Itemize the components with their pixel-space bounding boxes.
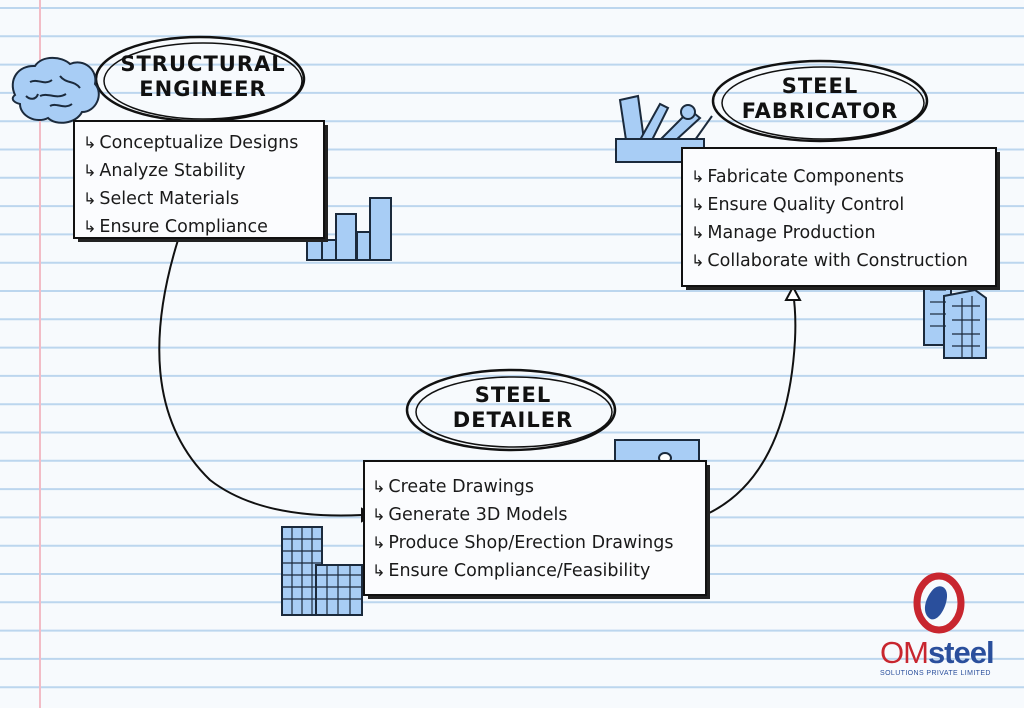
task-label: Generate 3D Models xyxy=(388,505,568,525)
logo-om: OM xyxy=(880,635,929,670)
title-line: detailer xyxy=(452,408,574,432)
task-item: ↳Ensure Compliance xyxy=(83,213,323,241)
list-arrow-icon: ↳ xyxy=(372,533,386,552)
list-arrow-icon: ↳ xyxy=(83,133,97,152)
title-line: Fabricator xyxy=(741,99,899,123)
task-item: ↳Fabricate Components xyxy=(691,163,995,191)
task-item: ↳Ensure Compliance/Feasibility xyxy=(372,557,705,585)
steel-detailer-title: Steel detailer xyxy=(420,383,606,433)
task-item: ↳Create Drawings xyxy=(372,473,705,501)
connector-detailer-to-fabricator xyxy=(704,291,797,516)
task-label: Create Drawings xyxy=(388,477,535,497)
task-item: ↳Analyze Stability xyxy=(83,157,323,185)
task-label: Ensure Compliance xyxy=(99,217,268,237)
structural-engineer-title: Structural engineer xyxy=(110,52,296,102)
list-arrow-icon: ↳ xyxy=(83,161,97,180)
brain-icon xyxy=(11,56,100,124)
bar-chart-icon xyxy=(306,197,392,261)
structural-engineer-box: ↳Conceptualize Designs↳Analyze Stability… xyxy=(73,120,325,239)
fabricator-title-ellipse xyxy=(711,59,929,143)
title-line: Steel xyxy=(474,383,552,407)
list-arrow-icon: ↳ xyxy=(691,195,705,214)
omsteel-logo-text: OMsteel xyxy=(880,635,995,670)
task-label: Conceptualize Designs xyxy=(99,133,299,153)
title-line: Steel xyxy=(781,74,859,98)
list-arrow-icon: ↳ xyxy=(372,505,386,524)
buildings-icon xyxy=(923,272,987,359)
list-arrow-icon: ↳ xyxy=(372,477,386,496)
task-label: Analyze Stability xyxy=(99,161,246,181)
task-item: ↳Conceptualize Designs xyxy=(83,129,323,157)
fabricator-title-ellipse-2 xyxy=(721,66,925,140)
task-label: Manage Production xyxy=(707,223,876,243)
arrowhead-fabricator xyxy=(784,284,802,301)
task-item: ↳Collaborate with Construction xyxy=(691,247,995,275)
task-item: ↳Manage Production xyxy=(691,219,995,247)
task-label: Fabricate Components xyxy=(707,167,905,187)
fabricator-task-list: ↳Fabricate Components↳Ensure Quality Con… xyxy=(691,163,995,275)
task-item: ↳Select Materials xyxy=(83,185,323,213)
task-label: Ensure Quality Control xyxy=(707,195,905,215)
list-arrow-icon: ↳ xyxy=(691,167,705,186)
engineer-task-list: ↳Conceptualize Designs↳Analyze Stability… xyxy=(83,129,323,241)
engineer-title-ellipse-2 xyxy=(103,42,303,120)
task-label: Collaborate with Construction xyxy=(707,251,968,271)
detailer-task-list: ↳Create Drawings↳Generate 3D Models↳Prod… xyxy=(372,473,705,585)
logo-steel: steel xyxy=(927,635,995,670)
connector-engineer-to-detailer xyxy=(158,239,363,517)
detailer-title-ellipse xyxy=(405,368,617,452)
logo-subtitle: SOLUTIONS PRIVATE LIMITED xyxy=(880,670,991,677)
building-grid-icon xyxy=(281,526,363,616)
list-arrow-icon: ↳ xyxy=(83,189,97,208)
list-arrow-icon: ↳ xyxy=(83,217,97,236)
task-label: Ensure Compliance/Feasibility xyxy=(388,561,651,581)
task-item: ↳Generate 3D Models xyxy=(372,501,705,529)
detailer-title-ellipse-2 xyxy=(415,376,613,448)
title-line: engineer xyxy=(139,77,267,101)
task-item: ↳Ensure Quality Control xyxy=(691,191,995,219)
steel-fabricator-title: Steel Fabricator xyxy=(725,74,915,124)
list-arrow-icon: ↳ xyxy=(691,223,705,242)
omsteel-logo-mark xyxy=(913,572,965,634)
title-line: Structural xyxy=(120,52,286,76)
task-item: ↳Produce Shop/Erection Drawings xyxy=(372,529,705,557)
task-label: Produce Shop/Erection Drawings xyxy=(388,533,674,553)
list-arrow-icon: ↳ xyxy=(691,251,705,270)
task-label: Select Materials xyxy=(99,189,240,209)
list-arrow-icon: ↳ xyxy=(372,561,386,580)
steel-detailer-box: ↳Create Drawings↳Generate 3D Models↳Prod… xyxy=(363,460,707,596)
steel-fabricator-box: ↳Fabricate Components↳Ensure Quality Con… xyxy=(681,147,997,287)
